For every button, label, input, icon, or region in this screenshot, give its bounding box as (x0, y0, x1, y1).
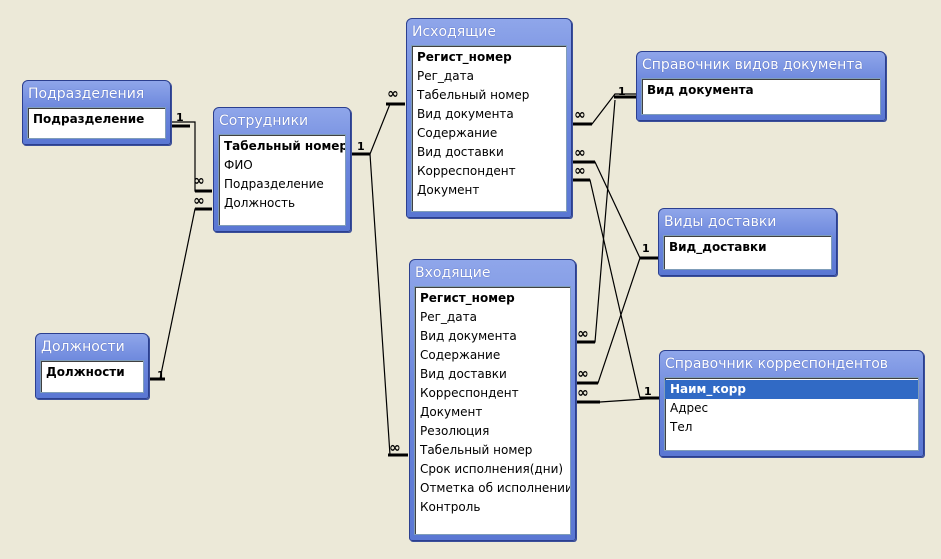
table-podrazdeleniya[interactable]: Подразделения Подразделение (22, 80, 171, 145)
cardinality-many-label: ∞ (574, 107, 586, 123)
relation-line (575, 99, 616, 343)
field-item[interactable]: Табельный номер (417, 88, 530, 102)
table-title[interactable]: Виды доставки (664, 214, 777, 230)
field-item[interactable]: Вид документа (647, 83, 754, 97)
cardinality-many-label: ∞ (577, 366, 589, 382)
cardinality-one-label: 1 (618, 85, 626, 98)
field-item[interactable]: Резолюция (420, 424, 490, 438)
table-spravochnik-vidov-dokumenta[interactable]: Справочник видов документа Вид документа (636, 51, 886, 121)
field-list[interactable]: Табельный номер ФИО Подразделение Должно… (218, 134, 346, 226)
field-item[interactable]: Табельный номер (420, 443, 533, 457)
field-item[interactable]: Тел (670, 420, 693, 434)
table-title[interactable]: Входящие (415, 265, 491, 281)
field-item[interactable]: Должность (224, 196, 296, 210)
relation-line (575, 257, 641, 384)
field-item[interactable]: Должности (46, 365, 125, 379)
cardinality-many-label: ∞ (577, 326, 589, 342)
field-item[interactable]: Срок исполнения(дни) (420, 462, 564, 476)
field-list[interactable]: Должности (40, 360, 144, 393)
cardinality-one-label: 1 (176, 111, 184, 124)
field-item[interactable]: Корреспондент (420, 386, 519, 400)
field-item[interactable]: Подразделение (33, 112, 145, 126)
cardinality-one-label: 1 (157, 369, 165, 382)
table-title[interactable]: Должности (41, 339, 125, 355)
cardinality-many-label: ∞ (574, 145, 586, 161)
field-item[interactable]: Вид доставки (417, 145, 504, 159)
field-item[interactable]: Вид документа (417, 107, 514, 121)
table-dolzhnosti[interactable]: Должности Должности (35, 333, 149, 399)
field-item[interactable]: Вид доставки (420, 367, 507, 381)
field-list[interactable]: Вид_доставки (663, 235, 832, 270)
field-item[interactable]: Отметка об исполнении (420, 481, 571, 495)
field-item[interactable]: Подразделение (224, 177, 324, 191)
field-item[interactable]: Содержание (420, 348, 501, 362)
field-list[interactable]: Вид документа (641, 78, 881, 115)
table-sotrudniki[interactable]: Сотрудники Табельный номер ФИО Подраздел… (213, 107, 351, 232)
field-item[interactable]: Табельный номер (224, 139, 346, 153)
field-item[interactable]: Корреспондент (417, 164, 516, 178)
table-vkhodyashchie[interactable]: Входящие Регист_номер Рег_дата Вид докум… (409, 259, 576, 541)
field-item[interactable]: Вид_доставки (669, 240, 767, 254)
cardinality-many-label: ∞ (387, 86, 399, 102)
field-item[interactable]: Регист_номер (420, 291, 515, 305)
field-item-selected[interactable]: Наим_корр (665, 380, 918, 399)
cardinality-many-label: ∞ (193, 173, 205, 189)
field-item[interactable]: Контроль (420, 500, 481, 514)
table-iskhodyashchie[interactable]: Исходящие Регист_номер Рег_дата Табельны… (406, 18, 572, 218)
cardinality-one-label: 1 (642, 242, 650, 255)
cardinality-many-label: ∞ (389, 440, 401, 456)
field-item[interactable]: Документ (420, 405, 483, 419)
cardinality-many-label: ∞ (577, 385, 589, 401)
field-list[interactable]: Регист_номер Рег_дата Вид документа Соде… (414, 286, 571, 535)
field-item[interactable]: Документ (417, 183, 480, 197)
cardinality-one-label: 1 (357, 140, 365, 153)
relation-line (148, 208, 212, 380)
table-vidy-dostavki[interactable]: Виды доставки Вид_доставки (658, 208, 837, 276)
table-title[interactable]: Справочник корреспондентов (665, 356, 889, 372)
cardinality-many-label: ∞ (193, 193, 205, 209)
table-spravochnik-korrespondentov[interactable]: Справочник корреспондентов Наим_корр Адр… (659, 350, 924, 457)
table-title[interactable]: Сотрудники (219, 113, 309, 129)
relation-line (369, 153, 408, 456)
table-title[interactable]: Исходящие (412, 24, 497, 40)
cardinality-one-label: 1 (644, 385, 652, 398)
relation-line (167, 121, 212, 192)
field-item[interactable]: Содержание (417, 126, 498, 140)
table-title[interactable]: Справочник видов документа (642, 57, 863, 73)
field-list[interactable]: Наим_корр Адрес Тел (664, 377, 919, 451)
field-item[interactable]: Адрес (670, 401, 709, 415)
table-title[interactable]: Подразделения (28, 86, 145, 102)
field-item[interactable]: Регист_номер (417, 50, 512, 64)
field-list[interactable]: Регист_номер Рег_дата Табельный номер Ви… (411, 45, 567, 212)
field-item[interactable]: Рег_дата (417, 69, 474, 83)
cardinality-many-label: ∞ (574, 163, 586, 179)
field-item[interactable]: Рег_дата (420, 310, 477, 324)
field-item[interactable]: ФИО (224, 158, 253, 172)
field-list[interactable]: Подразделение (27, 107, 166, 139)
field-item[interactable]: Вид документа (420, 329, 517, 343)
